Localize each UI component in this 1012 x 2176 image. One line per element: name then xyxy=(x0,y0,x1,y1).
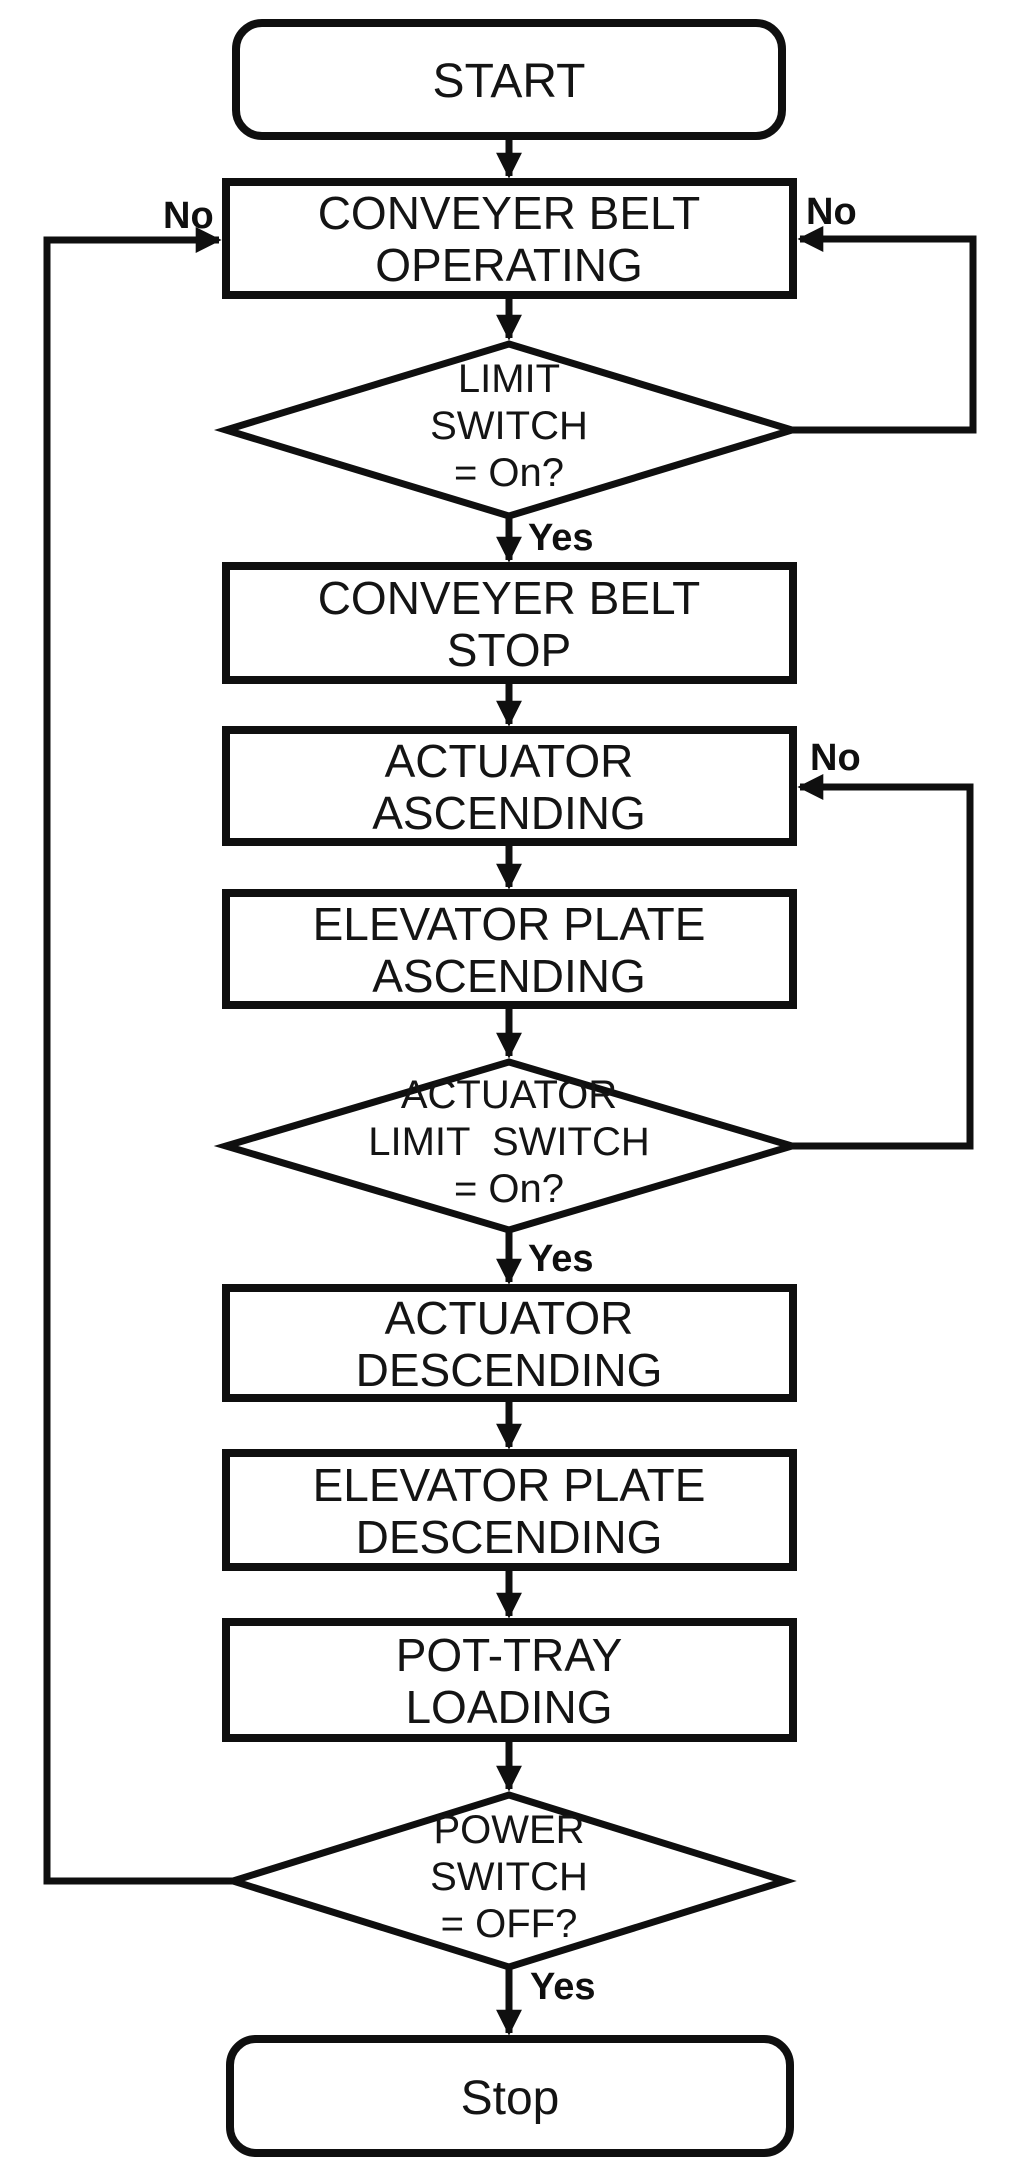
actuator-ascending-label-line1: ACTUATOR xyxy=(385,735,634,787)
elevator-plate-descending-shape xyxy=(222,1449,797,1571)
actuator-limit-switch-yes-label: Yes xyxy=(528,1238,594,1280)
actuator-ascending-shape xyxy=(222,726,797,846)
node-start: START xyxy=(232,19,786,140)
stop-terminator-shape xyxy=(226,2035,794,2157)
node-stop: Stop xyxy=(226,2035,794,2157)
no-loop-limit-switch xyxy=(792,226,977,434)
actuator-descending-label-line2: DESCENDING xyxy=(356,1344,663,1396)
elevator-plate-ascending-shape xyxy=(222,889,797,1009)
no-loop-actuator-limit-switch xyxy=(792,774,974,1150)
actuator-descending-shape xyxy=(222,1284,797,1402)
actuator-limit-switch-no-label: No xyxy=(810,737,861,779)
pot-tray-loading-label-line2: LOADING xyxy=(405,1681,612,1733)
limit-switch-no-label: No xyxy=(806,191,857,233)
actuator-limit-switch-label-line2: LIMIT SWITCH xyxy=(368,1120,649,1164)
power-switch-label-line2: SWITCH xyxy=(430,1855,588,1899)
limit-switch-diamond-shape xyxy=(213,340,805,520)
limit-switch-label-line1: LIMIT xyxy=(458,357,560,401)
power-switch-label-line3: = OFF? xyxy=(441,1902,578,1946)
actuator-descending-label-line1: ACTUATOR xyxy=(385,1292,634,1344)
node-conveyer-belt-operating: CONVEYER BELT OPERATING xyxy=(222,178,797,299)
conveyer-belt-stop-shape xyxy=(222,562,797,684)
limit-switch-yes-label: Yes xyxy=(528,517,594,559)
node-actuator-descending: ACTUATOR DESCENDING xyxy=(222,1284,797,1402)
elevator-plate-ascending-label-line2: ASCENDING xyxy=(372,950,645,1002)
conveyer-belt-operating-shape xyxy=(222,178,797,299)
limit-switch-label-line3: = On? xyxy=(454,451,564,495)
node-pot-tray-loading: POT-TRAY LOADING xyxy=(222,1618,797,1742)
elevator-plate-descending-label-line2: DESCENDING xyxy=(356,1511,663,1563)
power-switch-no-label: No xyxy=(163,195,214,237)
conveyer-belt-stop-label-line1: CONVEYER BELT xyxy=(318,572,701,624)
conveyer-belt-stop-label-line2: STOP xyxy=(447,624,571,676)
elevator-plate-ascending-label-line1: ELEVATOR PLATE xyxy=(313,898,706,950)
node-elevator-plate-descending: ELEVATOR PLATE DESCENDING xyxy=(222,1449,797,1571)
power-switch-yes-label: Yes xyxy=(530,1966,596,2008)
pot-tray-loading-shape xyxy=(222,1618,797,1742)
start-label: START xyxy=(433,55,586,108)
actuator-limit-switch-label-line3: = On? xyxy=(454,1167,564,1211)
actuator-limit-switch-diamond-shape xyxy=(213,1058,805,1234)
conveyer-belt-operating-label-line2: OPERATING xyxy=(375,239,643,291)
node-limit-switch-decision: LIMIT SWITCH = On? xyxy=(213,340,805,520)
node-actuator-limit-switch-decision: ACTUATOR LIMIT SWITCH = On? xyxy=(213,1058,805,1234)
limit-switch-label-line2: SWITCH xyxy=(430,404,588,448)
no-loop-power-switch xyxy=(43,227,233,1885)
stop-label: Stop xyxy=(461,2072,560,2125)
node-conveyer-belt-stop: CONVEYER BELT STOP xyxy=(222,562,797,684)
start-terminator-shape xyxy=(232,19,786,140)
conveyer-belt-operating-label-line1: CONVEYER BELT xyxy=(318,187,701,239)
pot-tray-loading-label-line1: POT-TRAY xyxy=(396,1629,623,1681)
actuator-ascending-label-line2: ASCENDING xyxy=(372,787,645,839)
node-power-switch-decision: POWER SWITCH = OFF? xyxy=(221,1791,797,1971)
power-switch-diamond-shape xyxy=(221,1791,797,1971)
actuator-limit-switch-label-line1: ACTUATOR xyxy=(401,1073,617,1117)
node-actuator-ascending: ACTUATOR ASCENDING xyxy=(222,726,797,846)
power-switch-label-line1: POWER xyxy=(433,1808,584,1852)
elevator-plate-descending-label-line1: ELEVATOR PLATE xyxy=(313,1459,706,1511)
node-elevator-plate-ascending: ELEVATOR PLATE ASCENDING xyxy=(222,889,797,1009)
